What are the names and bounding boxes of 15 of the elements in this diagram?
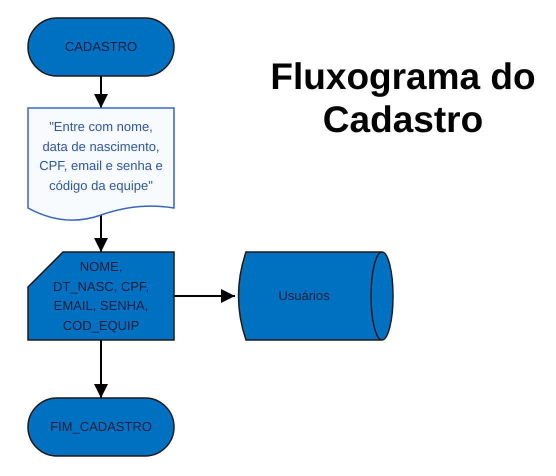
diagram-title: Fluxograma do Cadastro	[269, 55, 537, 141]
terminal-shape	[28, 18, 174, 76]
node-text: NOME, DT_NASC, CPF, EMAIL, SENHA, COD_EQUIP	[52, 258, 150, 335]
arrow	[94, 215, 108, 252]
arrow	[94, 340, 108, 398]
node-text: Usuários	[278, 287, 330, 306]
node-text: "Entre com nome, data de nascimento, CPF, email e senha e código da equipe"	[38, 118, 164, 195]
manual-input-shape	[28, 252, 174, 340]
arrow	[174, 289, 235, 303]
terminal-shape	[28, 398, 174, 456]
database-cylinder	[235, 252, 393, 340]
node-text: CADASTRO	[64, 38, 138, 56]
document-shape	[28, 108, 174, 222]
arrow	[94, 76, 108, 108]
node-text: FIM_CADASTRO	[50, 418, 152, 436]
